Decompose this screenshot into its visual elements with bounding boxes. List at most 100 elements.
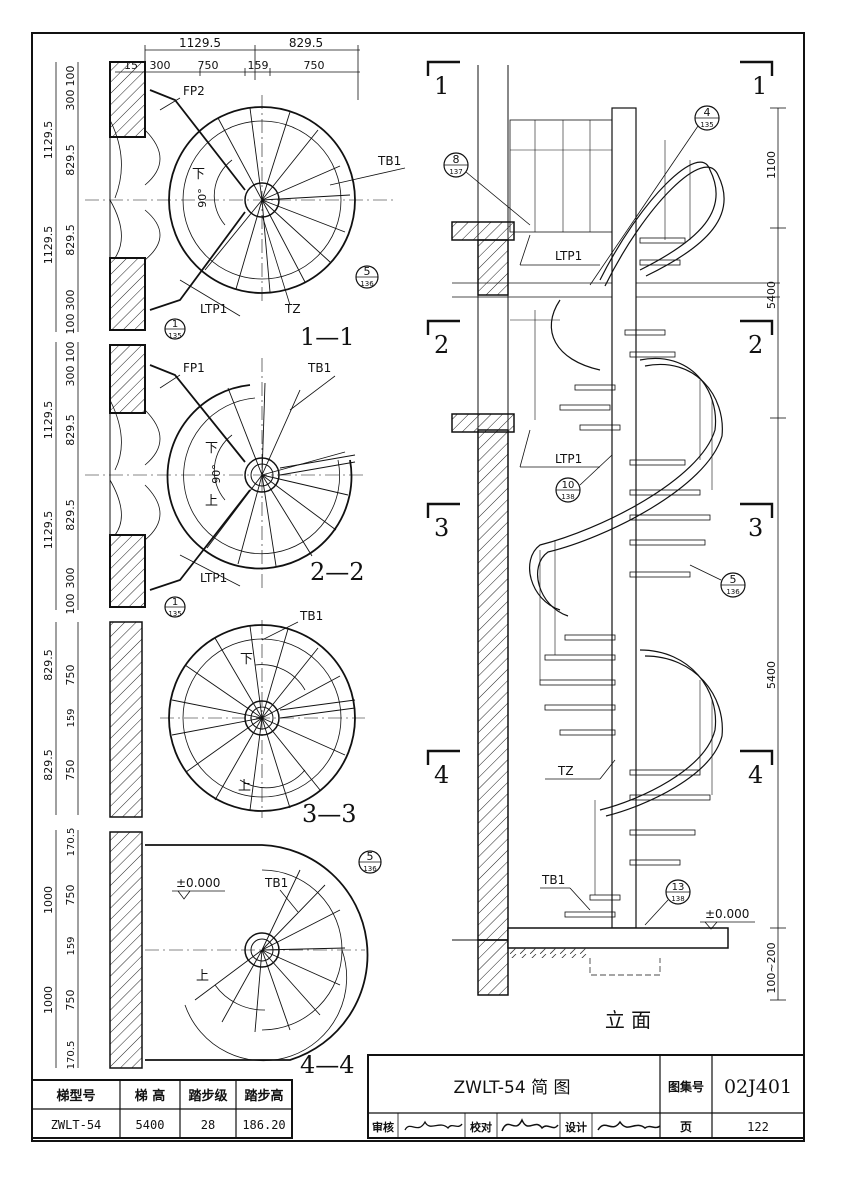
svg-text:13: 13 xyxy=(672,882,685,893)
cut-label-2-right: 2 xyxy=(748,331,763,359)
drawing-title: ZWLT-54 简 图 xyxy=(454,1078,571,1098)
th-height: 梯 高 xyxy=(135,1088,166,1104)
svg-text:10: 10 xyxy=(562,480,575,491)
dim-top-2: 829.5 xyxy=(289,36,323,50)
ref-2-page: 136 xyxy=(360,280,374,288)
dim-left-1g: 300 xyxy=(64,290,77,311)
label-ltp-a: LTP1 xyxy=(555,249,582,263)
dim-left-2h: 100 xyxy=(64,594,77,615)
dim-top-s4: 159 xyxy=(248,59,269,72)
dim-left-1a: 100 xyxy=(64,66,77,87)
dim-left-2e: 829.5 xyxy=(64,499,77,531)
sheet-border xyxy=(31,32,805,1142)
label-tb: TB1 xyxy=(264,876,288,890)
label-fp: FP2 xyxy=(183,84,205,98)
label-tz: TZ xyxy=(557,764,574,778)
plan-2-2: FP1 TB1 下 上 90° LTP1 2—2 1 135 xyxy=(85,358,365,618)
label-tb: TB1 xyxy=(299,609,323,623)
dim-right-4: 100~200 xyxy=(765,942,778,993)
title-block: ZWLT-54 简 图 图集号 02J401 审核 校对 设计 页 122 xyxy=(367,1054,805,1139)
dim-left-2g: 300 xyxy=(64,568,77,589)
dim-left-2a: 100 xyxy=(64,342,77,363)
cut-label-4-right: 4 xyxy=(748,761,763,789)
cut-label-4-left: 4 xyxy=(434,761,449,789)
left-dimension-chain-4: 170.5 1000 750 159 1000 750 170.5 xyxy=(42,828,79,1070)
left-dimension-chain-1: 100 300 1129.5 829.5 829.5 1129.5 300 10… xyxy=(42,62,79,335)
section-label-4-4: 4—4 xyxy=(300,1051,355,1079)
label-ltp-b: LTP1 xyxy=(555,452,582,466)
label-fp: FP1 xyxy=(183,361,205,375)
left-wall xyxy=(109,61,146,1069)
label-tz: TZ xyxy=(284,302,301,316)
dim-left-2b: 300 xyxy=(64,366,77,387)
label-elev: ±0.000 xyxy=(176,876,220,890)
label-down: 下 xyxy=(192,167,205,182)
page-number: 122 xyxy=(747,1120,769,1134)
dim-left-3b: 750 xyxy=(64,665,77,686)
elevation-view: 1 1 2 2 3 3 4 4 8 137 4 135 10 138 xyxy=(426,60,786,1032)
dim-left-2d: 829.5 xyxy=(64,414,77,446)
ref-bubble-5-136: 5 136 xyxy=(689,564,746,598)
th-riser: 踏步高 xyxy=(244,1088,283,1104)
svg-text:4: 4 xyxy=(704,106,711,119)
section-label-3-3: 3—3 xyxy=(302,800,357,828)
ref-bubble-10-138: 10 138 xyxy=(555,454,613,503)
review-label: 审核 xyxy=(372,1120,394,1134)
left-dimension-chain-3: 829.5 750 159 829.5 750 xyxy=(42,622,79,815)
th-steps: 踏步级 xyxy=(188,1088,228,1104)
check-label: 校对 xyxy=(470,1120,492,1134)
ref-bubble-13-138: 13 138 xyxy=(644,879,691,926)
dim-left-1b: 300 xyxy=(64,90,77,111)
left-dimension-chain-2: 100 300 1129.5 829.5 829.5 1129.5 300 10… xyxy=(42,342,79,615)
dim-right-2: 5400 xyxy=(765,281,778,309)
label-down: 下 xyxy=(205,441,218,456)
dim-left-1c: 1129.5 xyxy=(42,121,55,160)
dim-left-1e: 829.5 xyxy=(64,224,77,256)
cut-label-3-right: 3 xyxy=(748,514,763,542)
svg-text:138: 138 xyxy=(561,493,574,501)
dim-left-3e: 750 xyxy=(64,760,77,781)
design-label: 设计 xyxy=(565,1120,587,1134)
atlas-number: 02J401 xyxy=(724,1076,792,1098)
page-label: 页 xyxy=(680,1120,692,1134)
dim-left-2c: 1129.5 xyxy=(42,401,55,440)
dim-left-3a: 829.5 xyxy=(42,649,55,681)
dim-left-1h: 100 xyxy=(64,314,77,335)
label-up: 上 xyxy=(196,969,209,984)
td-steps: 28 xyxy=(201,1118,215,1132)
td-model: ZWLT-54 xyxy=(51,1118,102,1132)
svg-text:5: 5 xyxy=(730,573,737,586)
label-angle: 90° xyxy=(210,464,223,484)
ref-1-page: 135 xyxy=(168,332,181,340)
cut-label-3-left: 3 xyxy=(434,514,449,542)
label-tb: TB1 xyxy=(541,873,565,887)
dim-right-3: 5400 xyxy=(765,661,778,689)
cut-label-1-left: 1 xyxy=(434,72,449,100)
dim-left-2f: 1129.5 xyxy=(42,511,55,550)
plan-4-4: ±0.000 TB1 上 4—4 5 136 xyxy=(145,844,382,1079)
dim-left-1f: 1129.5 xyxy=(42,226,55,265)
ref-page: 136 xyxy=(363,865,377,873)
cut-label-2-left: 2 xyxy=(434,331,449,359)
svg-text:137: 137 xyxy=(449,168,462,176)
td-riser: 186.20 xyxy=(242,1118,285,1132)
label-tb: TB1 xyxy=(307,361,331,375)
dim-left-4b: 1000 xyxy=(42,886,55,914)
ref-1-num: 1 xyxy=(172,597,178,608)
svg-text:8: 8 xyxy=(453,153,460,166)
ref-bubble-8-137: 8 137 xyxy=(443,152,531,226)
label-tb: TB1 xyxy=(377,154,401,168)
ref-bubble-4-135: 4 135 xyxy=(589,105,720,286)
ref-num: 5 xyxy=(367,850,374,863)
spec-table: 梯型号 梯 高 踏步级 踏步高 ZWLT-54 5400 28 186.20 xyxy=(31,1079,293,1139)
label-elev: ±0.000 xyxy=(705,907,749,921)
dim-top-s3: 750 xyxy=(198,59,219,72)
signature-designer xyxy=(597,1120,661,1131)
dim-top-1: 1129.5 xyxy=(179,36,221,50)
label-up: 上 xyxy=(205,494,218,509)
dim-left-4d: 159 xyxy=(66,936,77,955)
label-ltp: LTP1 xyxy=(200,571,227,585)
label-ltp: LTP1 xyxy=(200,302,227,316)
dim-left-4g: 170.5 xyxy=(66,1041,77,1070)
